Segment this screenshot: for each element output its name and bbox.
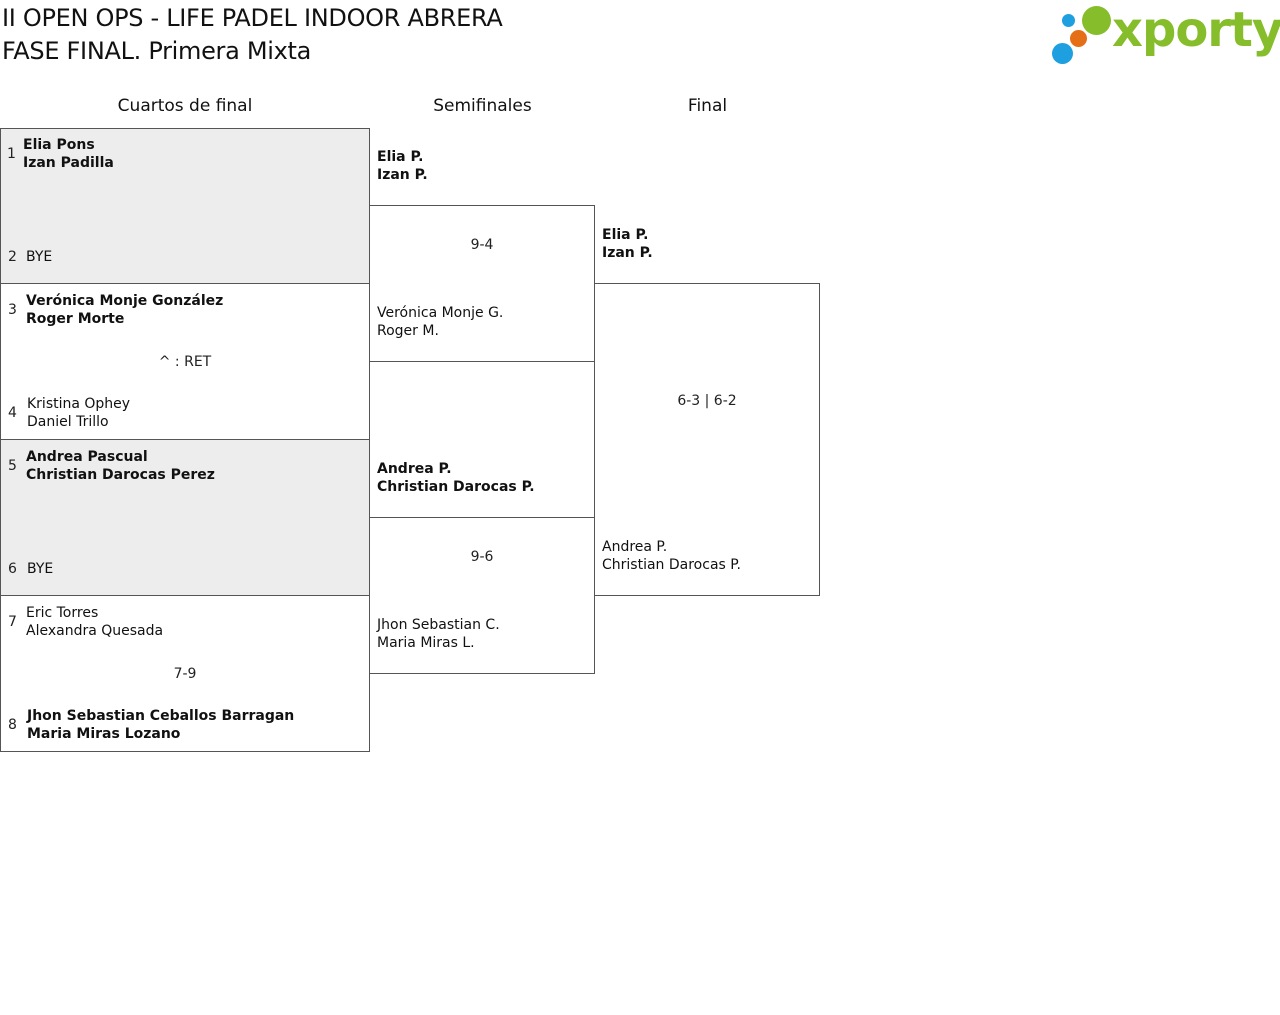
player-name: Christian Darocas P. bbox=[602, 557, 741, 573]
seed-number: 7 bbox=[8, 614, 17, 630]
team-entry[interactable]: Elia Pons Izan Padilla bbox=[23, 136, 114, 172]
seed-number: 4 bbox=[8, 405, 17, 421]
page-title: II OPEN OPS - LIFE PADEL INDOOR ABRERA bbox=[2, 4, 503, 32]
logo-text: xporty bbox=[1112, 2, 1280, 58]
player-name: Elia Pons bbox=[23, 137, 95, 153]
team-entry[interactable]: Kristina Ophey Daniel Trillo bbox=[27, 395, 130, 431]
page-subtitle: FASE FINAL. Primera Mixta bbox=[2, 37, 312, 65]
xporty-logo[interactable]: xporty bbox=[1050, 4, 1280, 68]
player-name: Christian Darocas Perez bbox=[26, 467, 215, 483]
seed-number: 1 bbox=[7, 146, 16, 162]
player-name: Roger Morte bbox=[26, 311, 125, 327]
team-entry[interactable]: Eric Torres Alexandra Quesada bbox=[26, 604, 163, 640]
seed-number: 3 bbox=[8, 302, 17, 318]
player-name: Andrea Pascual bbox=[26, 449, 148, 465]
match-score: ^ : RET bbox=[158, 354, 212, 370]
player-name: Daniel Trillo bbox=[27, 414, 109, 430]
player-name: BYE bbox=[26, 249, 53, 265]
team-entry[interactable]: Jhon Sebastian Ceballos Barragan Maria M… bbox=[27, 707, 294, 743]
quarterfinal-match-1 bbox=[0, 128, 370, 284]
player-name: Kristina Ophey bbox=[27, 396, 131, 412]
seed-number: 6 bbox=[8, 561, 17, 577]
team-entry[interactable]: Verónica Monje González Roger Morte bbox=[26, 292, 223, 328]
round-heading-quarterfinals: Cuartos de final bbox=[117, 96, 253, 116]
team-entry[interactable]: Verónica Monje G. Roger M. bbox=[377, 304, 503, 340]
player-name: Elia P. bbox=[377, 149, 424, 165]
seed-number: 5 bbox=[8, 458, 17, 474]
round-heading-semifinals: Semifinales bbox=[433, 96, 532, 116]
final-match bbox=[594, 283, 820, 596]
match-score: 7-9 bbox=[173, 666, 197, 682]
player-name: Jhon Sebastian C. bbox=[377, 617, 500, 633]
round-heading-final: Final bbox=[687, 96, 728, 116]
player-name: Roger M. bbox=[377, 323, 439, 339]
team-entry[interactable]: BYE bbox=[27, 560, 53, 578]
player-name: Christian Darocas P. bbox=[377, 479, 535, 495]
team-entry[interactable]: Jhon Sebastian C. Maria Miras L. bbox=[377, 616, 500, 652]
match-score: 9-6 bbox=[470, 549, 494, 565]
match-score: 6-3 | 6-2 bbox=[677, 393, 737, 409]
player-name: Elia P. bbox=[602, 227, 649, 243]
team-entry[interactable]: Elia P. Izan P. bbox=[602, 226, 653, 262]
player-name: Maria Miras Lozano bbox=[27, 726, 181, 742]
logo-dot-blue bbox=[1052, 43, 1073, 64]
team-entry[interactable]: Andrea Pascual Christian Darocas Perez bbox=[26, 448, 215, 484]
player-name: Maria Miras L. bbox=[377, 635, 475, 651]
seed-number: 2 bbox=[8, 249, 17, 265]
team-entry[interactable]: Elia P. Izan P. bbox=[377, 148, 428, 184]
team-entry[interactable]: Andrea P. Christian Darocas P. bbox=[377, 460, 535, 496]
player-name: Jhon Sebastian Ceballos Barragan bbox=[27, 708, 295, 724]
player-name: Izan Padilla bbox=[23, 155, 114, 171]
logo-dot-blue-small bbox=[1062, 14, 1075, 27]
player-name: Eric Torres bbox=[26, 605, 99, 621]
player-name: Alexandra Quesada bbox=[26, 623, 164, 639]
player-name: BYE bbox=[27, 561, 54, 577]
player-name: Andrea P. bbox=[377, 461, 452, 477]
team-entry[interactable]: BYE bbox=[26, 248, 52, 266]
player-name: Izan P. bbox=[602, 245, 653, 261]
logo-dot-orange bbox=[1070, 30, 1087, 47]
logo-dot-green bbox=[1082, 6, 1111, 35]
seed-number: 8 bbox=[8, 717, 17, 733]
player-name: Izan P. bbox=[377, 167, 428, 183]
player-name: Andrea P. bbox=[602, 539, 668, 555]
player-name: Verónica Monje G. bbox=[377, 305, 504, 321]
match-score: 9-4 bbox=[470, 237, 494, 253]
player-name: Verónica Monje González bbox=[26, 293, 224, 309]
team-entry[interactable]: Andrea P. Christian Darocas P. bbox=[602, 538, 741, 574]
quarterfinal-match-3 bbox=[0, 439, 370, 596]
